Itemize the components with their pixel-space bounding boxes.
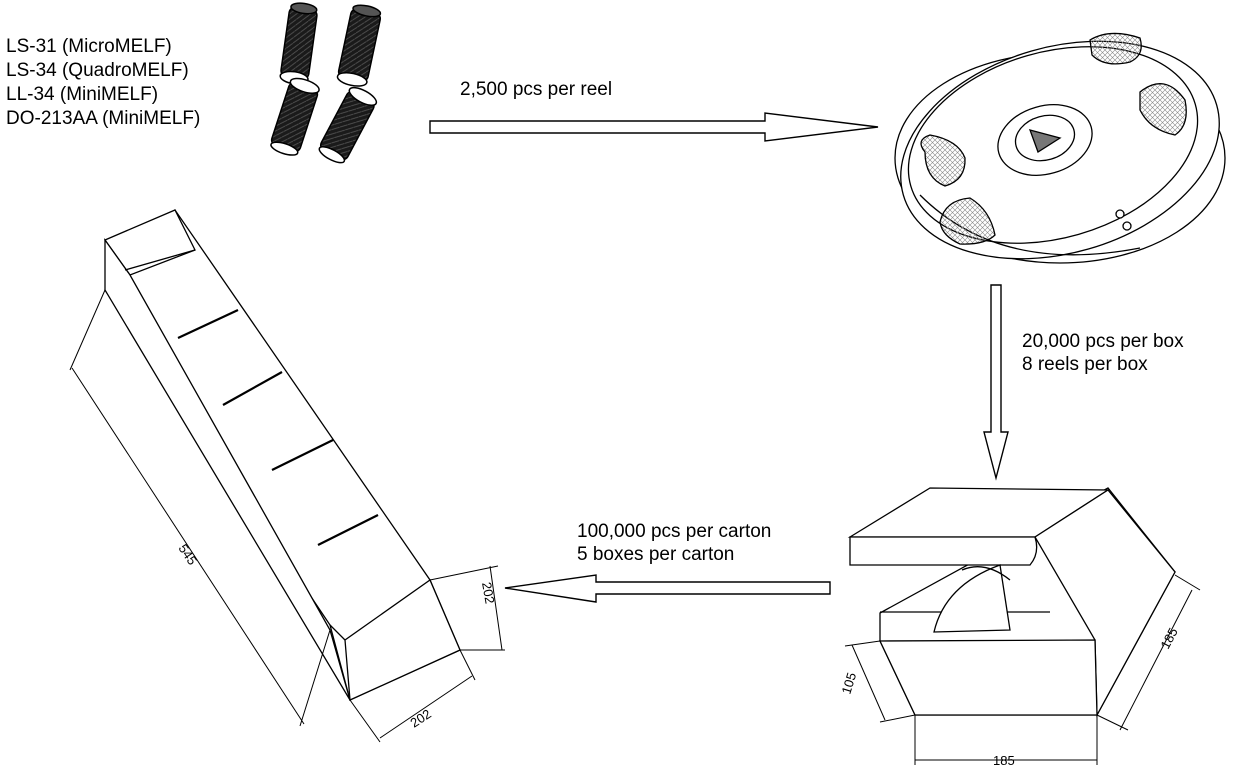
part-do213aa: DO-213AA (MiniMELF)	[6, 108, 201, 129]
box-width-dim: 185	[993, 753, 1015, 768]
carton-dividers	[177, 309, 379, 546]
box-height-dim: 185	[1157, 625, 1180, 651]
carton-boxes: 5 boxes per carton	[577, 544, 735, 565]
arrow-to-box	[983, 284, 1009, 481]
carton-quantity-label: 100,000 pcs per carton 5 boxes per carto…	[577, 520, 771, 566]
part-ls34: LS-34 (QuadroMELF)	[6, 60, 189, 81]
box-pcs: 20,000 pcs per box	[1022, 331, 1184, 352]
carton-pcs: 100,000 pcs per carton	[577, 521, 772, 542]
reel-icon	[894, 32, 1226, 264]
carton-length-dim: 545	[176, 541, 201, 567]
box-quantity-label: 20,000 pcs per box 8 reels per box	[1022, 330, 1184, 376]
box-depth-dim: 105	[839, 671, 860, 696]
arrow-to-carton	[504, 574, 831, 603]
carton-icon	[104, 208, 461, 701]
part-ll34: LL-34 (MiniMELF)	[6, 84, 159, 105]
carton-dimensions	[69, 289, 505, 743]
box-reels: 8 reels per box	[1022, 354, 1148, 375]
part-ls31: LS-31 (MicroMELF)	[6, 36, 172, 57]
arrow-to-reel	[429, 112, 879, 142]
component-list: LS-31 (MicroMELF) LS-34 (QuadroMELF) LL-…	[6, 35, 200, 131]
box-dimensions	[844, 574, 1201, 765]
carton-height-dim: 202	[479, 581, 498, 605]
box-icon	[847, 487, 1176, 718]
reel-quantity-label: 2,500 pcs per reel	[460, 78, 612, 101]
reel-quantity: 2,500 pcs per reel	[460, 79, 613, 100]
carton-width-dim: 202	[407, 706, 433, 730]
melf-components-icon	[270, 2, 382, 164]
